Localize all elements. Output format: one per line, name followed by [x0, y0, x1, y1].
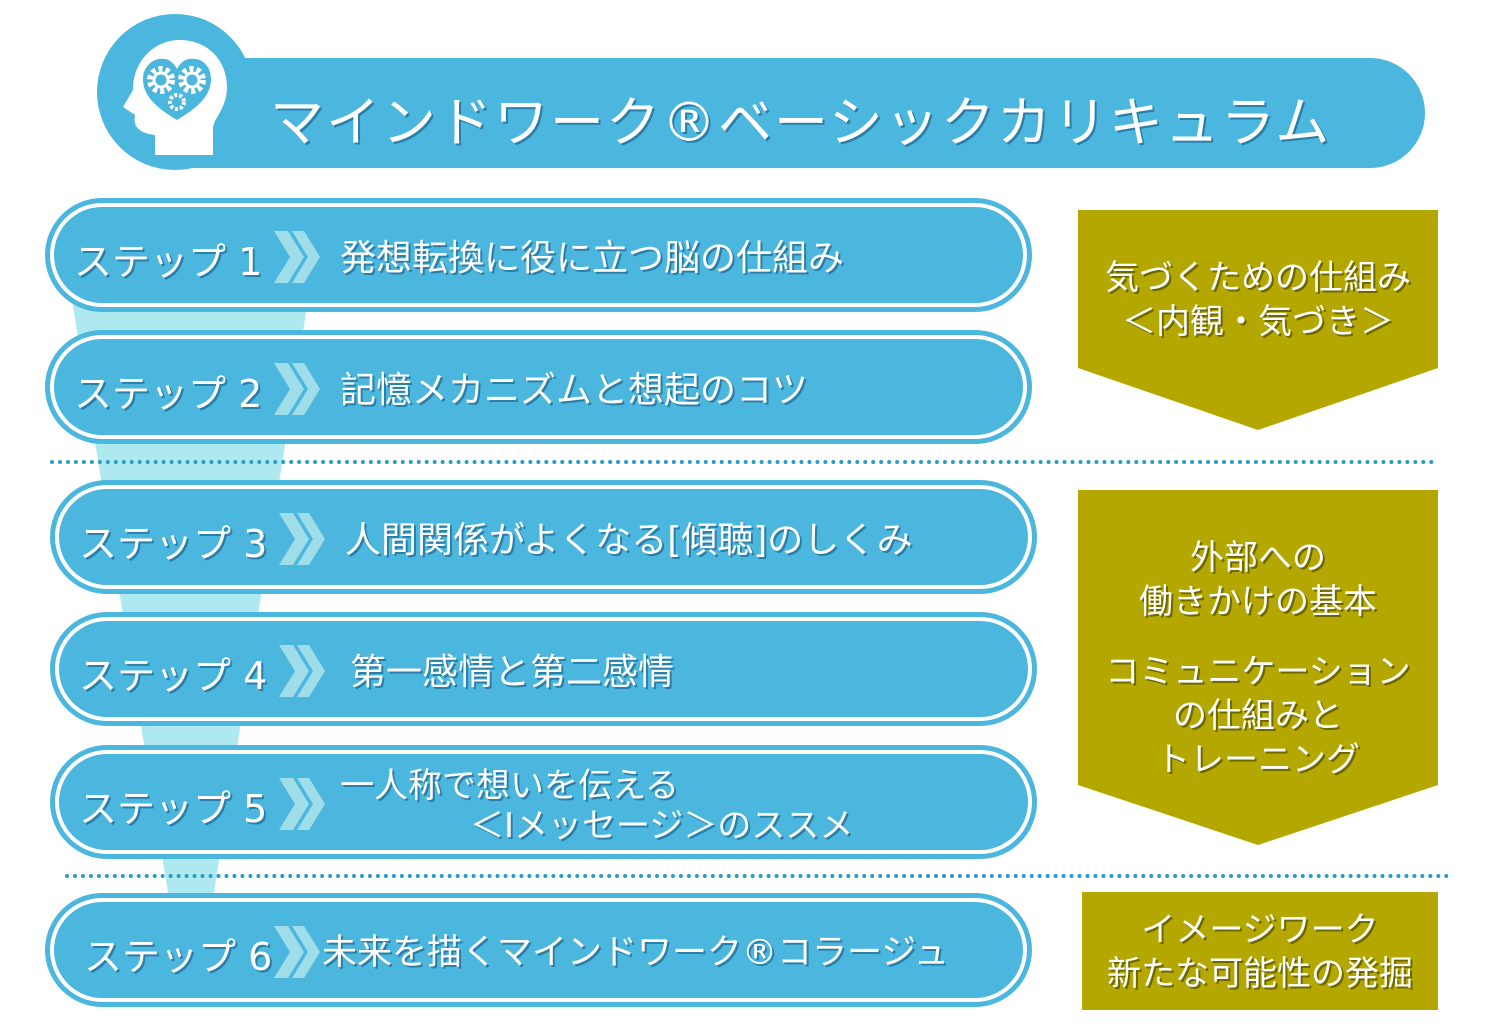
double-chevron-icon	[279, 778, 325, 830]
double-chevron-icon	[279, 513, 325, 565]
phase-line: イメージワーク	[1141, 910, 1379, 950]
phase-line: 外部への	[1190, 538, 1326, 578]
head-heart-gears-icon	[123, 40, 227, 155]
step-6: ステップ 6 未来を描くマインドワーク®コラージュ	[45, 893, 1032, 1007]
header-banner	[140, 58, 1425, 168]
step-label: ステップ 5	[79, 787, 268, 831]
phase-line: トレーニング	[1156, 740, 1360, 780]
step-1: ステップ 1 発想転換に役に立つ脳の仕組み	[45, 198, 1032, 312]
phase-line: の仕組みと	[1173, 696, 1343, 736]
double-chevron-icon	[274, 231, 320, 283]
phase-1-text: 気づくための仕組み ＜内観・気づき＞	[1078, 256, 1438, 344]
section-divider	[50, 460, 1435, 464]
step-text: 記憶メカニズムと想起のコツ	[340, 370, 809, 411]
phase-line: コミュニケーション	[1105, 652, 1411, 692]
step-text: 未来を描くマインドワーク®コラージュ	[322, 933, 949, 973]
step-5: ステップ 5 一人称で想いを伝える ＜Iメッセージ＞のススメ	[50, 745, 1037, 859]
step-label: ステップ 4	[79, 654, 268, 698]
step-label: ステップ 2	[74, 372, 263, 416]
step-label: ステップ 3	[79, 522, 268, 566]
phase-arrow-1	[1078, 210, 1438, 430]
step-text: 人間関係がよくなる[傾聴]のしくみ	[345, 520, 913, 561]
phase-2-text: 外部への 働きかけの基本 コミュニケーション の仕組みと トレーニング	[1078, 536, 1438, 782]
step-2: ステップ 2 記憶メカニズムと想起のコツ	[45, 330, 1032, 444]
section-divider	[65, 874, 1450, 878]
page-title: マインドワーク®ベーシックカリキュラム	[270, 91, 1332, 154]
phase-3-text: イメージワーク 新たな可能性の発掘	[1082, 908, 1438, 996]
step-text-line1: 一人称で想いを伝える	[340, 766, 679, 806]
double-chevron-icon	[274, 363, 320, 415]
phase-line: 気づくための仕組み	[1105, 258, 1411, 298]
step-text: 第一感情と第二感情	[350, 652, 675, 693]
double-chevron-icon	[274, 926, 320, 978]
step-label: ステップ 6	[84, 935, 273, 979]
phase-line: ＜内観・気づき＞	[1122, 302, 1394, 342]
phase-line: 働きかけの基本	[1139, 582, 1377, 622]
phase-box-3	[1082, 892, 1438, 1010]
step-text-line2: ＜Iメッセージ＞のススメ	[470, 806, 854, 846]
step-4: ステップ 4 第一感情と第二感情	[50, 612, 1037, 726]
step-text: 発想転換に役に立つ脳の仕組み	[340, 238, 845, 279]
step-label: ステップ 1	[74, 240, 263, 284]
step-3: ステップ 3 人間関係がよくなる[傾聴]のしくみ	[50, 480, 1037, 594]
phase-line: 新たな可能性の発掘	[1107, 954, 1413, 994]
phase-arrow-2	[1078, 490, 1438, 845]
double-chevron-icon	[279, 645, 325, 697]
